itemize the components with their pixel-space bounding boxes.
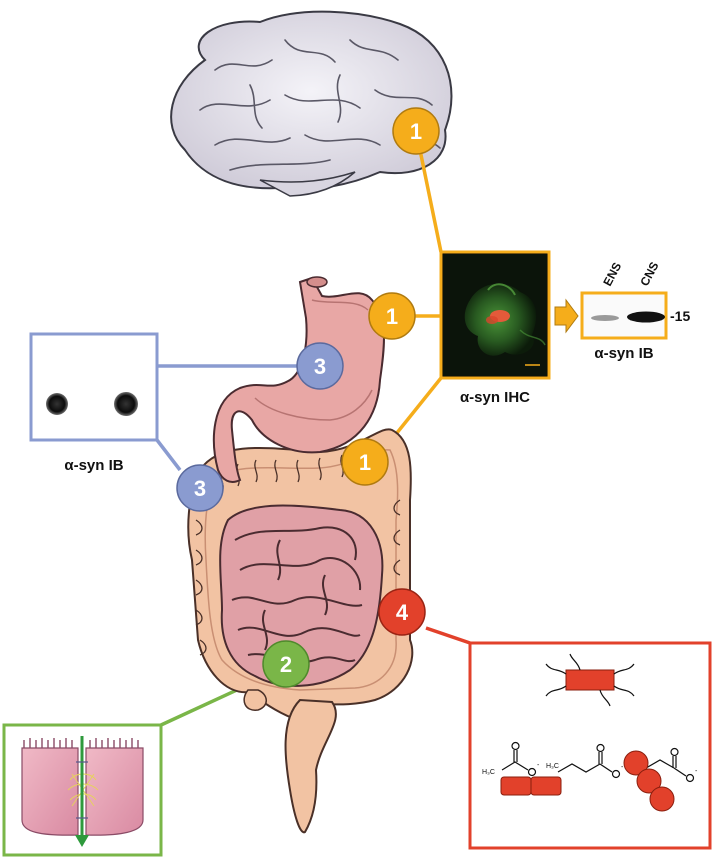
svg-text:4: 4 bbox=[396, 600, 409, 625]
marker-small-intestine: 2 bbox=[262, 640, 310, 688]
dot-blot bbox=[29, 332, 159, 442]
ihc-label: α-syn IHC bbox=[460, 389, 530, 406]
bacterium-flagellated bbox=[545, 653, 635, 707]
stomach-illustration bbox=[213, 276, 385, 483]
blot-lane-cns: CNS bbox=[637, 259, 661, 288]
arrow-right-icon bbox=[554, 298, 579, 334]
marker-large-intestine: 4 bbox=[378, 588, 426, 636]
butyrate-charge: - bbox=[695, 768, 698, 775]
svg-text:3: 3 bbox=[194, 476, 206, 501]
propionate-molecule bbox=[557, 743, 621, 779]
acetate-molecule bbox=[501, 741, 537, 777]
acetate-methyl: H₃C bbox=[482, 769, 495, 776]
acetate-charge: - bbox=[537, 762, 540, 769]
svg-text:1: 1 bbox=[410, 119, 422, 144]
ihc-micrograph bbox=[439, 250, 551, 380]
svg-text:1: 1 bbox=[359, 450, 371, 475]
marker-brain: 1 bbox=[392, 107, 440, 155]
blot-lane-ens: ENS bbox=[600, 260, 624, 288]
pathway-4-connector bbox=[425, 626, 471, 645]
marker-stomach-blot: 3 bbox=[296, 342, 344, 390]
bacterium-diplobacillus bbox=[500, 776, 562, 796]
brain-illustration bbox=[170, 10, 453, 197]
microbiota-panel: H₃C - H₃C - - bbox=[468, 641, 712, 850]
propionate-charge: - bbox=[621, 764, 624, 771]
bacterium-streptococcus bbox=[623, 750, 675, 812]
small-intestine-illustration bbox=[219, 504, 384, 687]
propionate-methyl: H₃C bbox=[546, 763, 559, 770]
svg-text:2: 2 bbox=[280, 652, 292, 677]
western-blot bbox=[580, 291, 668, 340]
blot-label-right: α-syn IB bbox=[594, 345, 653, 362]
blot-label-left: α-syn IB bbox=[64, 457, 123, 474]
svg-text:3: 3 bbox=[314, 354, 326, 379]
marker-colon-blot: 3 bbox=[176, 464, 224, 512]
svg-text:1: 1 bbox=[386, 304, 398, 329]
blot-mw-marker: -15 bbox=[670, 308, 690, 324]
arrow-down-icon bbox=[75, 835, 89, 847]
marker-colon: 1 bbox=[341, 438, 389, 486]
epithelium-panel bbox=[2, 723, 163, 857]
marker-stomach: 1 bbox=[368, 292, 416, 340]
pathway-3-connectors bbox=[155, 364, 298, 472]
